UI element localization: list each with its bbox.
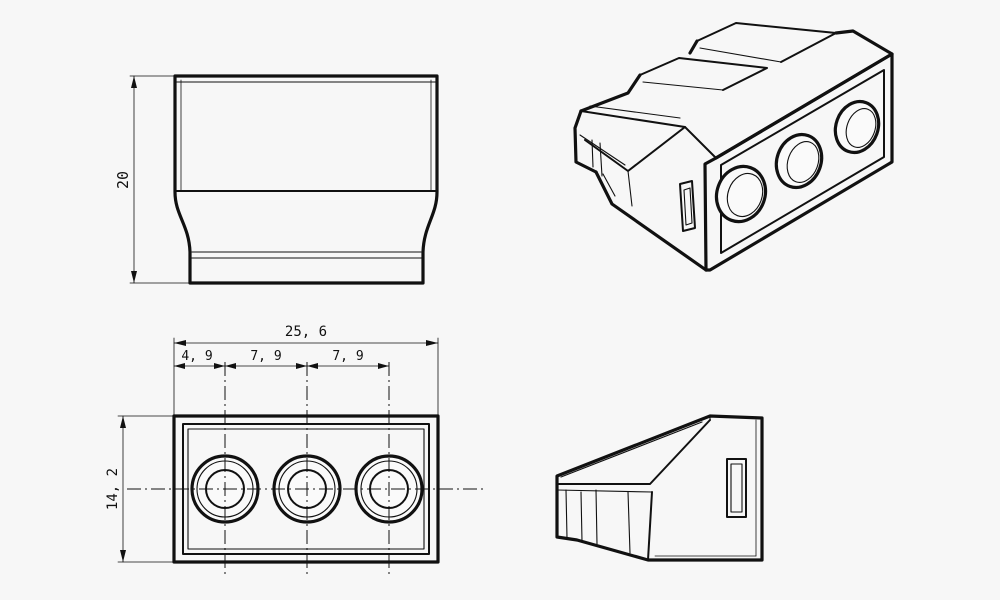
pitch-1-label: 7, 9 [250,349,281,364]
isometric-view [573,22,894,272]
height-dimension-label: 20 [114,171,132,189]
height-dimension: 20 [114,75,191,284]
top-view [127,362,485,578]
depth-dimension: 14, 2 [105,415,175,563]
pitch-2-label: 7, 9 [332,349,363,364]
iso-hole-2 [774,132,824,190]
total-width-dimension: 25, 6 [173,324,439,417]
side-view [555,414,764,562]
total-width-label: 25, 6 [285,324,327,340]
first-offset-label: 4, 9 [181,349,212,364]
hole-pitch-dimensions: 4, 9 7, 9 7, 9 [173,349,390,369]
iso-hole-3 [833,99,881,155]
depth-dimension-label: 14, 2 [105,468,121,510]
front-view [173,74,439,285]
